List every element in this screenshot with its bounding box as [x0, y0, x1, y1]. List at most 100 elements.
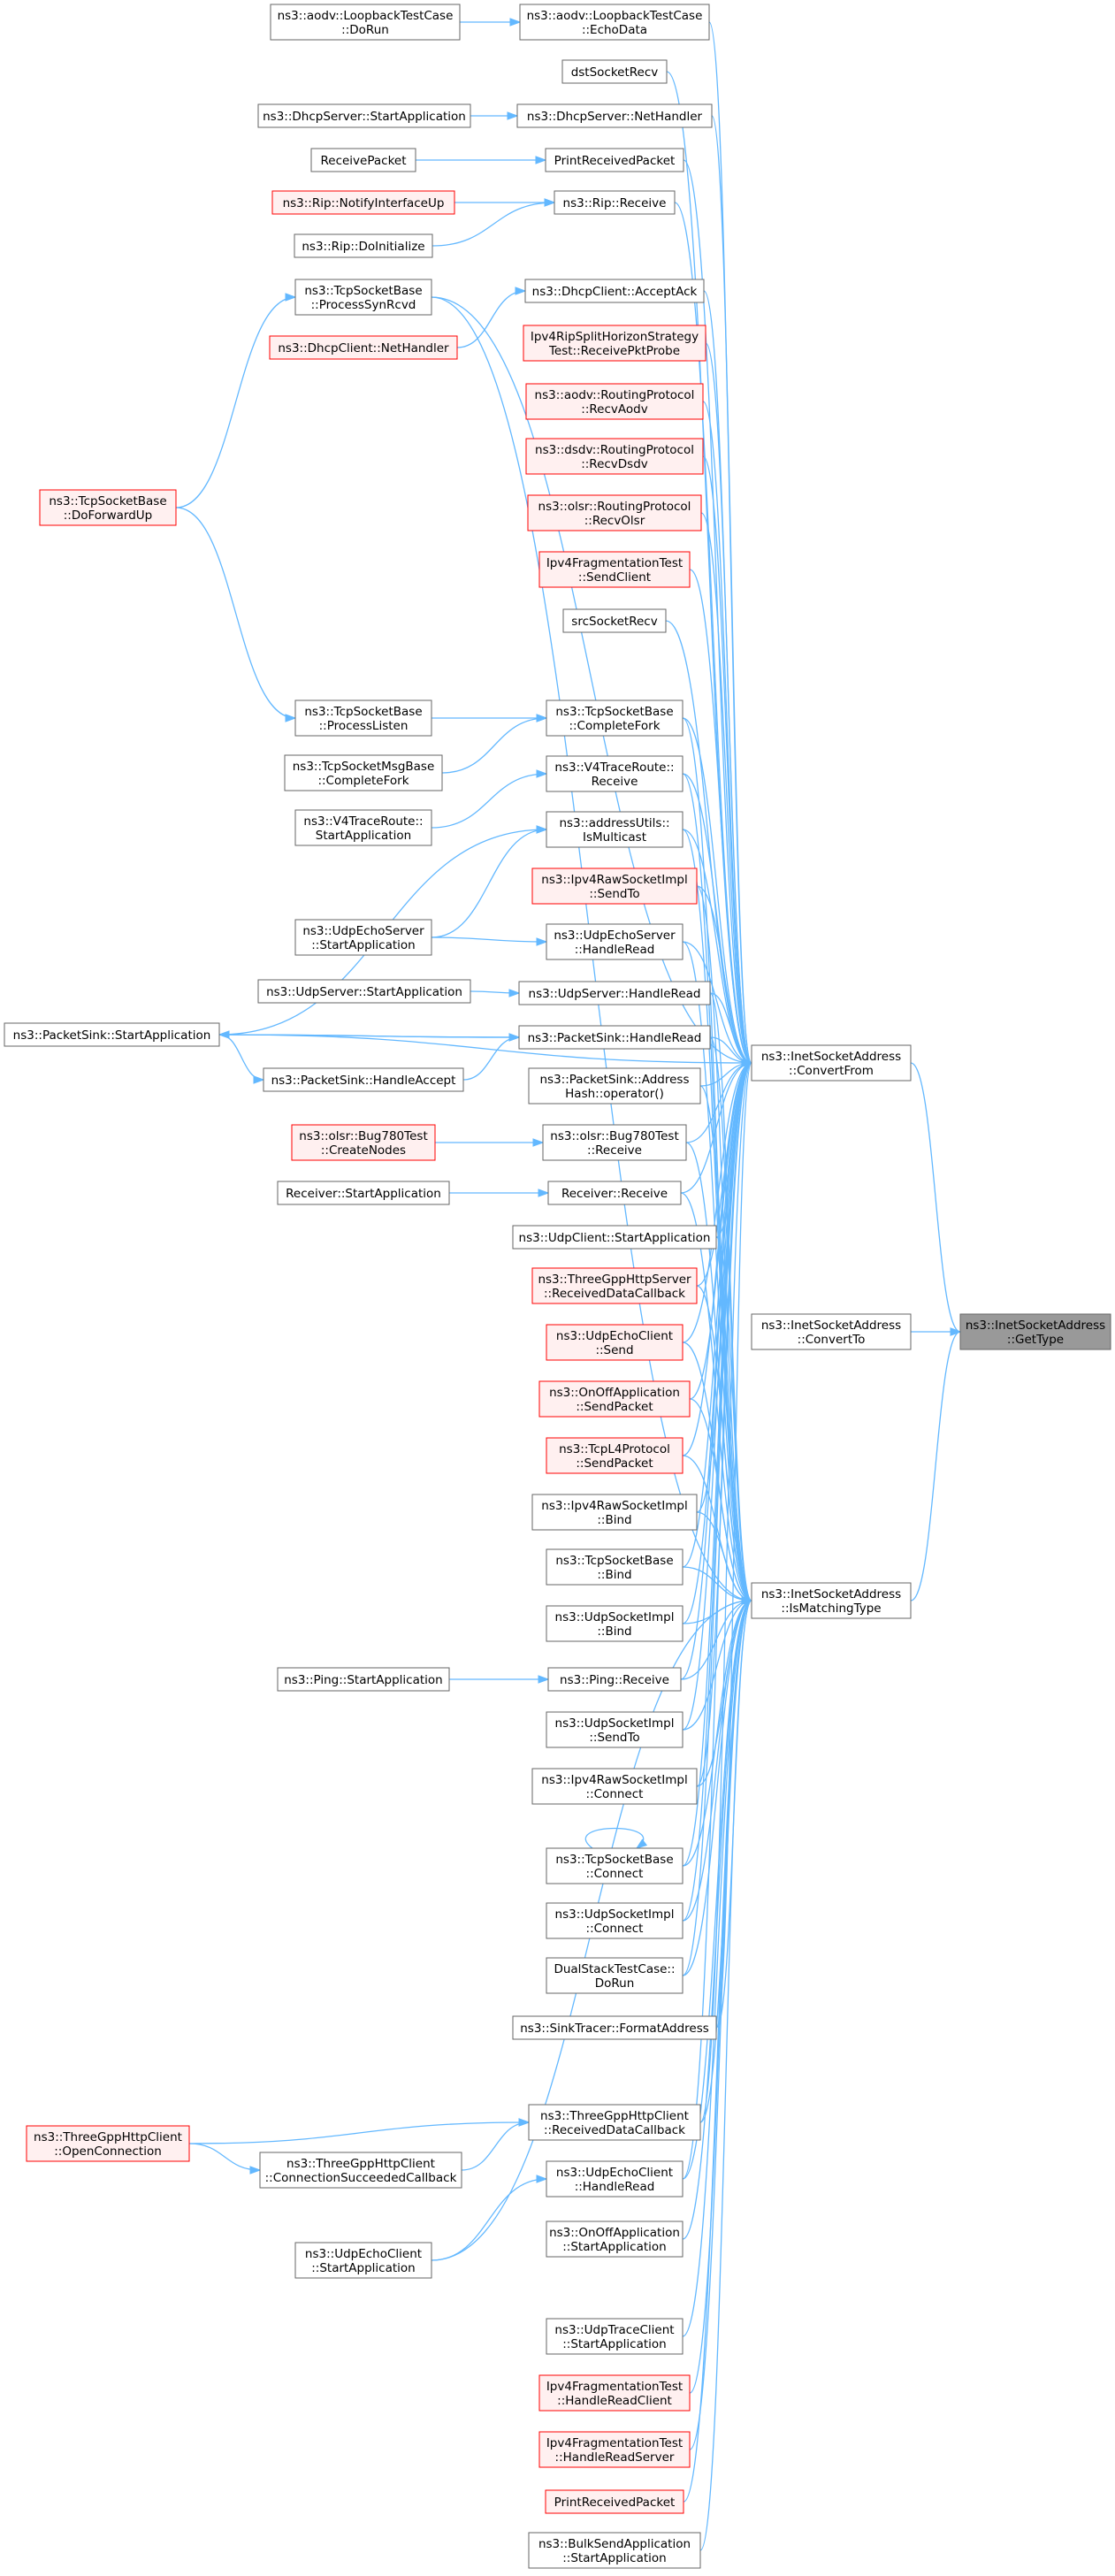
graph-node-packetsink-startapp[interactable]: ns3::PacketSink::StartApplication — [4, 1022, 220, 1047]
graph-node-dhcpclient-nethandler[interactable]: ns3::DhcpClient::NetHandler — [269, 335, 458, 360]
node-label: ns3::PacketSink::StartApplication — [13, 1028, 211, 1043]
node-box — [546, 1548, 684, 1586]
graph-node-udpserver-startapp[interactable]: ns3::UdpServer::StartApplication — [257, 979, 471, 1004]
edge-arrowhead — [535, 156, 547, 164]
graph-node-udpechoclient-send[interactable]: ns3::UdpEchoClient::Send — [546, 1324, 684, 1361]
node-box — [525, 438, 704, 475]
node-box — [542, 1124, 687, 1161]
graph-node-ipv4rip-probe[interactable]: Ipv4RipSplitHorizonStrategyTest::Receive… — [523, 325, 706, 362]
graph-node-receiver-receive[interactable]: Receiver::Receive — [547, 1181, 682, 1205]
graph-node-tcp-processlisten[interactable]: ns3::TcpSocketBase::ProcessListen — [294, 699, 432, 737]
node-label: ns3::BulkSendApplication — [538, 2537, 691, 2551]
call-edge — [682, 941, 752, 1601]
graph-node-dhcpserver-nethandler[interactable]: ns3::DhcpServer::NetHandler — [516, 103, 713, 128]
graph-node-receiver-startapp[interactable]: Receiver::StartApplication — [277, 1181, 450, 1205]
graph-node-inet-ismatchingtype[interactable]: ns3::InetSocketAddress::IsMatchingType — [751, 1582, 912, 1619]
node-label: ns3::aodv::LoopbackTestCase — [278, 9, 454, 23]
graph-node-dhcpserver-startapp[interactable]: ns3::DhcpServer::StartApplication — [257, 103, 471, 128]
graph-node-printreceivedpacket-2[interactable]: PrintReceivedPacket — [545, 2489, 684, 2514]
graph-node-dstsocketrecv[interactable]: dstSocketRecv — [561, 59, 668, 84]
graph-node-olsr-recvolsr[interactable]: ns3::olsr::RoutingProtocol::RecvOlsr — [527, 494, 702, 531]
graph-node-rip-doinitialize[interactable]: ns3::Rip::DoInitialize — [294, 233, 433, 258]
graph-node-packetsink-handleaccept[interactable]: ns3::PacketSink::HandleAccept — [263, 1067, 464, 1092]
node-label: ns3::UdpEchoClient — [556, 1329, 673, 1343]
graph-node-onoff-sendpacket[interactable]: ns3::OnOffApplication::SendPacket — [538, 1380, 691, 1418]
graph-node-ipv4frag-handlereadclient[interactable]: Ipv4FragmentationTest::HandleReadClient — [538, 2374, 691, 2412]
node-label: ns3::ThreeGppHttpClient — [540, 2109, 689, 2123]
graph-node-olsr-bug780-receive[interactable]: ns3::olsr::Bug780Test::Receive — [542, 1124, 687, 1161]
graph-node-sinktracer-formataddress[interactable]: ns3::SinkTracer::FormatAddress — [512, 2015, 717, 2040]
graph-node-ping-startapp[interactable]: ns3::Ping::StartApplication — [277, 1667, 450, 1692]
graph-node-threegpp-client-openconn[interactable]: ns3::ThreeGppHttpClient::OpenConnection — [26, 2125, 190, 2162]
graph-node-udpsocket-bind[interactable]: ns3::UdpSocketImpl::Bind — [546, 1605, 684, 1642]
node-label: ns3::InetSocketAddress — [761, 1587, 901, 1601]
graph-node-rip-receive[interactable]: ns3::Rip::Receive — [554, 190, 676, 215]
node-box — [531, 1267, 698, 1304]
graph-node-udpechoclient-startapp[interactable]: ns3::UdpEchoClient::StartApplication — [294, 2242, 432, 2279]
call-edge — [682, 829, 752, 1064]
graph-node-receivepacket[interactable]: ReceivePacket — [310, 148, 416, 172]
graph-node-packetsink-handleread[interactable]: ns3::PacketSink::HandleRead — [518, 1025, 711, 1050]
graph-node-threegpp-client-received[interactable]: ns3::ThreeGppHttpClient::ReceivedDataCal… — [528, 2104, 701, 2141]
graph-node-aodv-loopback-dorun[interactable]: ns3::aodv::LoopbackTestCase::DoRun — [270, 4, 461, 41]
call-edge — [680, 1062, 752, 1680]
graph-node-udpclient-startapp[interactable]: ns3::UdpClient::StartApplication — [512, 1225, 717, 1250]
call-edge — [682, 1600, 752, 1867]
graph-node-udpserver-handleread[interactable]: ns3::UdpServer::HandleRead — [518, 981, 711, 1005]
node-box — [538, 551, 691, 588]
call-edge — [431, 2178, 547, 2261]
graph-node-udpsocket-sendto[interactable]: ns3::UdpSocketImpl::SendTo — [546, 1711, 684, 1748]
node-label: ns3::UdpClient::StartApplication — [519, 1231, 711, 1245]
node-label: ns3::UdpSocketImpl — [555, 1907, 675, 1922]
graph-node-tcp-completefork[interactable]: ns3::TcpSocketBase::CompleteFork — [546, 699, 684, 737]
graph-node-tcp-bind[interactable]: ns3::TcpSocketBase::Bind — [546, 1548, 684, 1586]
graph-node-addressutils-ismulticast[interactable]: ns3::addressUtils::IsMulticast — [546, 811, 684, 848]
graph-node-srcsocketrecv[interactable]: srcSocketRecv — [562, 608, 667, 633]
graph-node-ipv4frag-sendclient[interactable]: Ipv4FragmentationTest::SendClient — [538, 551, 691, 588]
graph-node-tcpl4-sendpacket[interactable]: ns3::TcpL4Protocol::SendPacket — [546, 1437, 684, 1474]
graph-node-aodv-recvaodv[interactable]: ns3::aodv::RoutingProtocol::RecvAodv — [525, 383, 704, 420]
graph-node-udpechoserver-handleread[interactable]: ns3::UdpEchoServer::HandleRead — [546, 923, 684, 960]
graph-node-tcp-connect[interactable]: ns3::TcpSocketBase::Connect — [546, 1847, 684, 1884]
node-label: ns3::PacketSink::HandleRead — [528, 1031, 702, 1045]
call-edge — [431, 829, 547, 938]
node-label: ::HandleRead — [575, 943, 655, 957]
edge-arrowhead — [532, 1138, 545, 1147]
graph-node-udpechoserver-startapp[interactable]: ns3::UdpEchoServer::StartApplication — [294, 919, 432, 956]
graph-node-rip-notifyinterfaceup[interactable]: ns3::Rip::NotifyInterfaceUp — [271, 190, 455, 215]
graph-node-v4traceroute-receive[interactable]: ns3::V4TraceRoute::Receive — [546, 755, 684, 792]
graph-node-bulksend-startapp[interactable]: ns3::BulkSendApplication::StartApplicati… — [528, 2532, 701, 2569]
graph-node-dhcpclient-acceptack[interactable]: ns3::DhcpClient::AcceptAck — [524, 279, 705, 303]
call-edge — [584, 1827, 645, 1849]
graph-node-printreceivedpacket-1[interactable]: PrintReceivedPacket — [545, 148, 684, 172]
graph-node-inet-convertfrom[interactable]: ns3::InetSocketAddress::ConvertFrom — [751, 1044, 912, 1082]
graph-node-threegpp-server-received[interactable]: ns3::ThreeGppHttpServer::ReceivedDataCal… — [531, 1267, 698, 1304]
graph-node-ipv4raw-bind[interactable]: ns3::Ipv4RawSocketImpl::Bind — [531, 1494, 698, 1531]
graph-node-dsdv-recvdsdv[interactable]: ns3::dsdv::RoutingProtocol::RecvDsdv — [525, 438, 704, 475]
node-label: ::StartApplication — [562, 2240, 667, 2254]
graph-node-onoff-startapp[interactable]: ns3::OnOffApplication::StartApplication — [546, 2221, 684, 2258]
graph-node-olsr-bug780-createnodes[interactable]: ns3::olsr::Bug780Test::CreateNodes — [291, 1124, 436, 1161]
graph-node-tcp-processsynrcvd[interactable]: ns3::TcpSocketBase::ProcessSynRcvd — [294, 279, 432, 316]
graph-node-tcp-doforwardup[interactable]: ns3::TcpSocketBase::DoForwardUp — [39, 489, 177, 526]
graph-node-tcpmsg-completefork[interactable]: ns3::TcpSocketMsgBase::CompleteFork — [284, 754, 443, 791]
graph-node-inet-gettype[interactable]: ns3::InetSocketAddress::GetType — [959, 1313, 1111, 1350]
graph-node-ping-receive[interactable]: ns3::Ping::Receive — [547, 1667, 682, 1692]
graph-node-dualstack-dorun[interactable]: DualStackTestCase::DoRun — [546, 1957, 684, 1994]
graph-node-udpsocket-connect[interactable]: ns3::UdpSocketImpl::Connect — [546, 1902, 684, 1939]
graph-node-ipv4raw-sendto[interactable]: ns3::Ipv4RawSocketImpl::SendTo — [531, 868, 698, 905]
graph-node-ipv4raw-connect[interactable]: ns3::Ipv4RawSocketImpl::Connect — [531, 1768, 698, 1805]
call-edge — [218, 1034, 752, 1064]
edge-arrowhead — [507, 111, 519, 120]
graph-node-udptraceclient-startapp[interactable]: ns3::UdpTraceClient::StartApplication — [546, 2318, 684, 2355]
edge-arrowhead — [249, 2166, 262, 2175]
node-label: Ipv4FragmentationTest — [546, 2436, 683, 2450]
graph-node-threegpp-client-connsucc[interactable]: ns3::ThreeGppHttpClient::ConnectionSucce… — [259, 2152, 462, 2189]
graph-node-inet-convertto[interactable]: ns3::InetSocketAddress::ConvertTo — [751, 1313, 912, 1350]
call-edge — [680, 1192, 752, 1601]
graph-node-udpechoclient-handleread[interactable]: ns3::UdpEchoClient::HandleRead — [546, 2160, 684, 2198]
graph-node-aodv-loopback-echodata[interactable]: ns3::aodv::LoopbackTestCase::EchoData — [519, 4, 710, 41]
graph-node-v4traceroute-startapp[interactable]: ns3::V4TraceRoute::StartApplication — [294, 809, 432, 846]
graph-node-ipv4frag-handlereadserver[interactable]: Ipv4FragmentationTest::HandleReadServer — [538, 2431, 691, 2468]
